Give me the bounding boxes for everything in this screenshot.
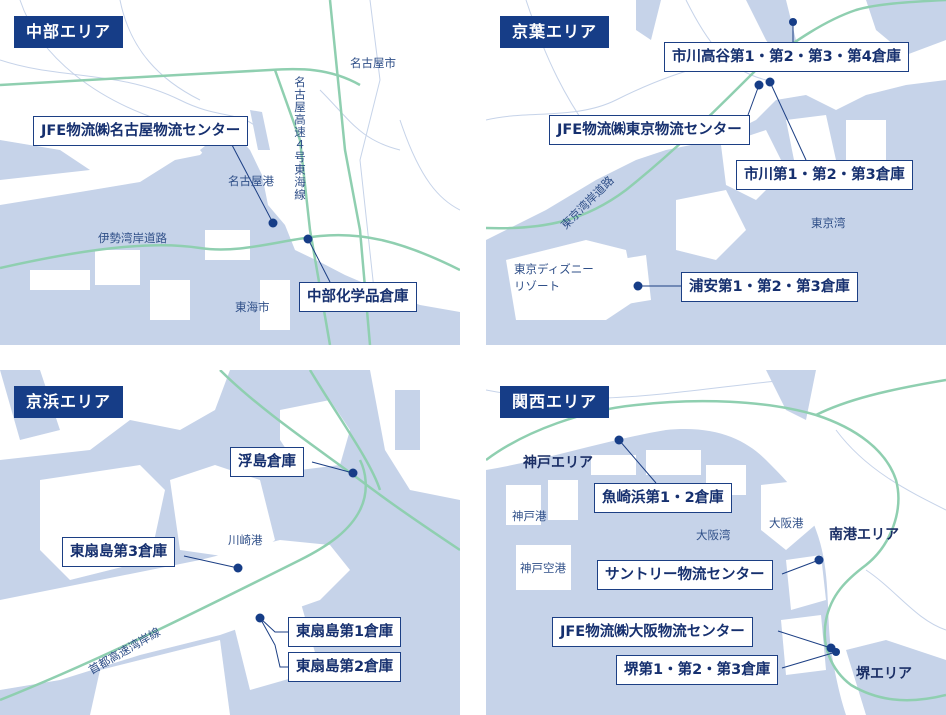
- place-kobe-airport: 神戸空港: [520, 561, 566, 575]
- place-kobe-port: 神戸港: [512, 509, 547, 523]
- facility-jfe-osaka[interactable]: JFE物流㈱大阪物流センター: [552, 617, 753, 647]
- zone-sakai: 堺エリア: [856, 666, 912, 682]
- facility-uozakihama[interactable]: 魚崎浜第1・2倉庫: [594, 483, 732, 513]
- facility-jfe-tokyo[interactable]: JFE物流㈱東京物流センター: [549, 115, 750, 145]
- place-disney-line2: リゾート: [514, 279, 560, 293]
- area-label-kansai: 関西エリア: [500, 386, 610, 418]
- facility-higashiogishima1[interactable]: 東扇島第1倉庫: [288, 617, 402, 647]
- place-disney-line1: 東京ディズニー: [514, 262, 594, 276]
- place-nagoya-city: 名古屋市: [350, 56, 396, 70]
- place-ise-bay-road: 伊勢湾岸道路: [98, 231, 167, 245]
- place-osaka-port: 大阪港: [769, 516, 804, 530]
- zone-kobe: 神戸エリア: [523, 455, 593, 471]
- facility-jfe-nagoya[interactable]: JFE物流㈱名古屋物流センター: [33, 116, 249, 146]
- place-tokai-city: 東海市: [235, 300, 270, 314]
- area-label-keihin: 京浜エリア: [14, 386, 124, 418]
- map-panel-keihin: 京浜エリア 川崎港 首都高速湾岸線 浮島倉庫 東扇島第3倉庫 東扇島第1倉庫 東…: [0, 370, 460, 715]
- facility-ichikawa-takaya[interactable]: 市川高谷第1・第2・第3・第4倉庫: [664, 42, 909, 72]
- map-panel-chubu: 中部エリア 名古屋市 名古屋港 伊勢湾岸道路 東海市 名古屋高速４号東海線 JF…: [0, 0, 460, 345]
- map-panel-kansai: 関西エリア 神戸エリア 南港エリア 堺エリア 神戸港 神戸空港 大阪湾 大阪港 …: [486, 370, 946, 715]
- facility-higashiogishima3[interactable]: 東扇島第3倉庫: [62, 537, 176, 567]
- place-tokyo-bay: 東京湾: [811, 216, 846, 230]
- area-label-chubu: 中部エリア: [14, 16, 124, 48]
- facility-urayasu[interactable]: 浦安第1・第2・第3倉庫: [681, 272, 858, 302]
- facility-ukishima[interactable]: 浮島倉庫: [230, 447, 304, 477]
- place-osaka-bay: 大阪湾: [696, 528, 731, 542]
- map-panel-keiyo: 京葉エリア 東京湾岸道路 東京ディズニー リゾート 東京湾 市川高谷第1・第2・…: [486, 0, 946, 345]
- place-nagoya-port: 名古屋港: [228, 174, 274, 188]
- area-label-keiyo: 京葉エリア: [500, 16, 610, 48]
- facility-sakai[interactable]: 堺第1・第2・第3倉庫: [616, 655, 779, 685]
- facility-ichikawa[interactable]: 市川第1・第2・第3倉庫: [736, 160, 913, 190]
- facility-chubu-chemical[interactable]: 中部化学品倉庫: [299, 282, 417, 312]
- zone-nanko: 南港エリア: [829, 527, 899, 543]
- facility-higashiogishima2[interactable]: 東扇島第2倉庫: [288, 652, 402, 682]
- facility-suntory[interactable]: サントリー物流センター: [597, 560, 773, 590]
- place-nagoya-expressway: 名古屋高速４号東海線: [293, 76, 307, 201]
- place-kawasaki-port: 川崎港: [228, 533, 263, 547]
